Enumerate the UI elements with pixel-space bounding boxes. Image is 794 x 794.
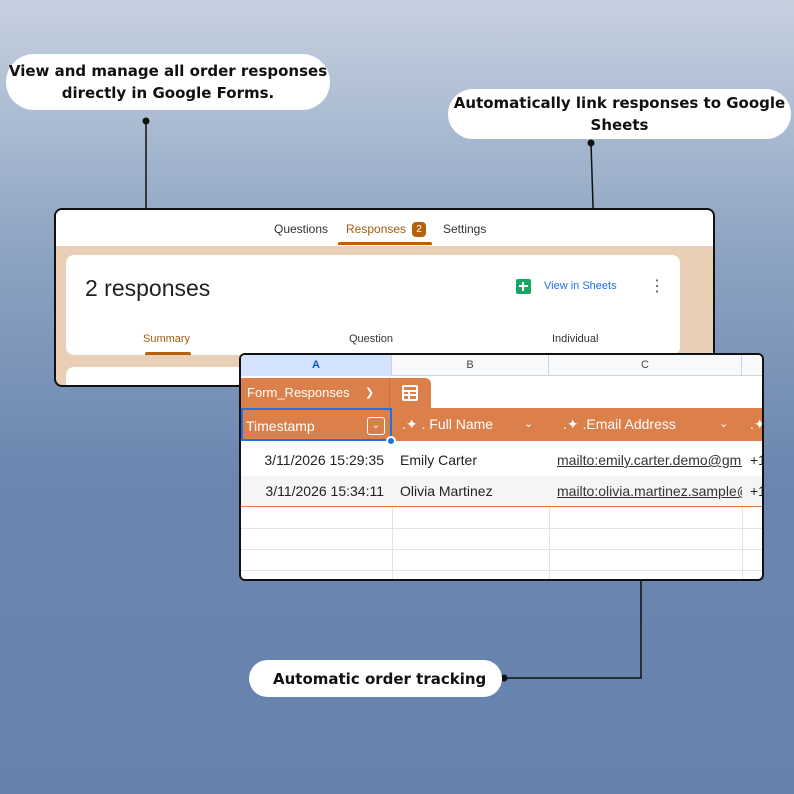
google-forms-panel: Questions Responses 2 Settings 2 respons… [54,208,715,387]
table-view-button[interactable] [389,378,431,408]
column-header-c[interactable]: C [549,355,742,376]
grid-line [241,570,762,571]
header-full-name[interactable]: .✦ . Full Name ⌄ [392,408,549,441]
header-next-column[interactable]: .✦ [742,408,762,441]
grid-line [392,507,393,579]
responses-count-badge: 2 [412,222,426,237]
chevron-down-icon: ❯ [365,387,375,399]
chevron-down-icon[interactable]: ⌄ [719,418,729,430]
table-name: Form_Responses [247,385,350,400]
subtab-summary[interactable]: Summary [143,333,191,345]
grid-line [549,507,550,579]
table-row: 3/11/2026 15:34:11 Olivia Martinez mailt… [241,476,762,507]
callout-tracking-text: Automatic order tracking [273,669,487,688]
responses-card: 2 responses View in Sheets ⋮ Summary Que… [66,255,680,355]
tab-settings[interactable]: Settings [443,222,487,236]
cell-full-name[interactable]: Emily Carter [400,452,478,468]
header-email-label: .✦ .Email Address [563,416,676,432]
more-options-icon[interactable]: ⋮ [649,278,665,295]
column-header-a[interactable]: A [241,355,392,376]
connector-forms-dot [142,117,150,125]
header-timestamp[interactable]: Timestamp ⌄ [241,408,392,441]
table-name-dropdown[interactable]: Form_Responses ❯ [241,378,389,408]
cell-email-link[interactable]: mailto:emily.carter.demo@gmail.com [557,452,742,468]
tab-responses[interactable]: Responses [346,222,407,236]
table-row: 3/11/2026 15:29:35 Emily Carter mailto:e… [241,445,762,476]
grid-line [241,528,762,529]
cell-timestamp[interactable]: 3/11/2026 15:29:35 [264,452,384,468]
callout-sheets-text: Automatically link responses to Google S… [453,94,786,134]
table-header-row: Timestamp ⌄ .✦ . Full Name ⌄ .✦ .Email A… [241,408,762,441]
active-subtab-indicator [145,352,191,355]
connector-tracking [504,581,642,679]
subtab-individual[interactable]: Individual [552,333,599,345]
google-sheets-icon[interactable] [516,279,531,294]
header-email[interactable]: .✦ .Email Address ⌄ [549,408,742,441]
cell-full-name[interactable]: Olivia Martinez [400,483,493,499]
table-grid-icon [402,385,418,401]
column-header-bar: A B C [241,355,762,376]
cell-email-link[interactable]: mailto:olivia.martinez.sample@gmail.com [557,483,742,499]
header-full-name-label: .✦ . Full Name [402,416,494,432]
callout-forms: View and manage all order responses dire… [6,54,330,110]
callout-forms-text: View and manage all order responses dire… [8,62,328,102]
forms-tabbar: Questions Responses 2 Settings [56,210,713,246]
subtab-question[interactable]: Question [349,333,394,345]
table-name-bar: Form_Responses ❯ [241,376,762,408]
callout-tracking: Automatic order tracking [249,660,502,697]
view-in-sheets-link[interactable]: View in Sheets [544,280,617,292]
chevron-down-icon[interactable]: ⌄ [367,417,385,435]
grid-line [742,507,743,579]
cell-next[interactable]: +1 [750,452,762,468]
header-next-label: .✦ [750,416,762,432]
column-header-d[interactable] [742,355,762,376]
cell-timestamp[interactable]: 3/11/2026 15:34:11 [265,483,384,499]
cell-next[interactable]: +1 [750,483,762,499]
tab-questions[interactable]: Questions [274,222,329,236]
header-timestamp-label: Timestamp [246,418,315,434]
chevron-down-icon[interactable]: ⌄ [524,418,534,430]
responses-title: 2 responses [85,275,211,301]
google-sheets-panel: A B C Form_Responses ❯ Timestamp ⌄ .✦ . … [239,353,764,581]
active-tab-indicator [338,242,432,245]
grid-line [241,549,762,550]
connector-sheets-dot [587,139,595,147]
column-header-b[interactable]: B [392,355,549,376]
callout-sheets: Automatically link responses to Google S… [448,89,791,139]
